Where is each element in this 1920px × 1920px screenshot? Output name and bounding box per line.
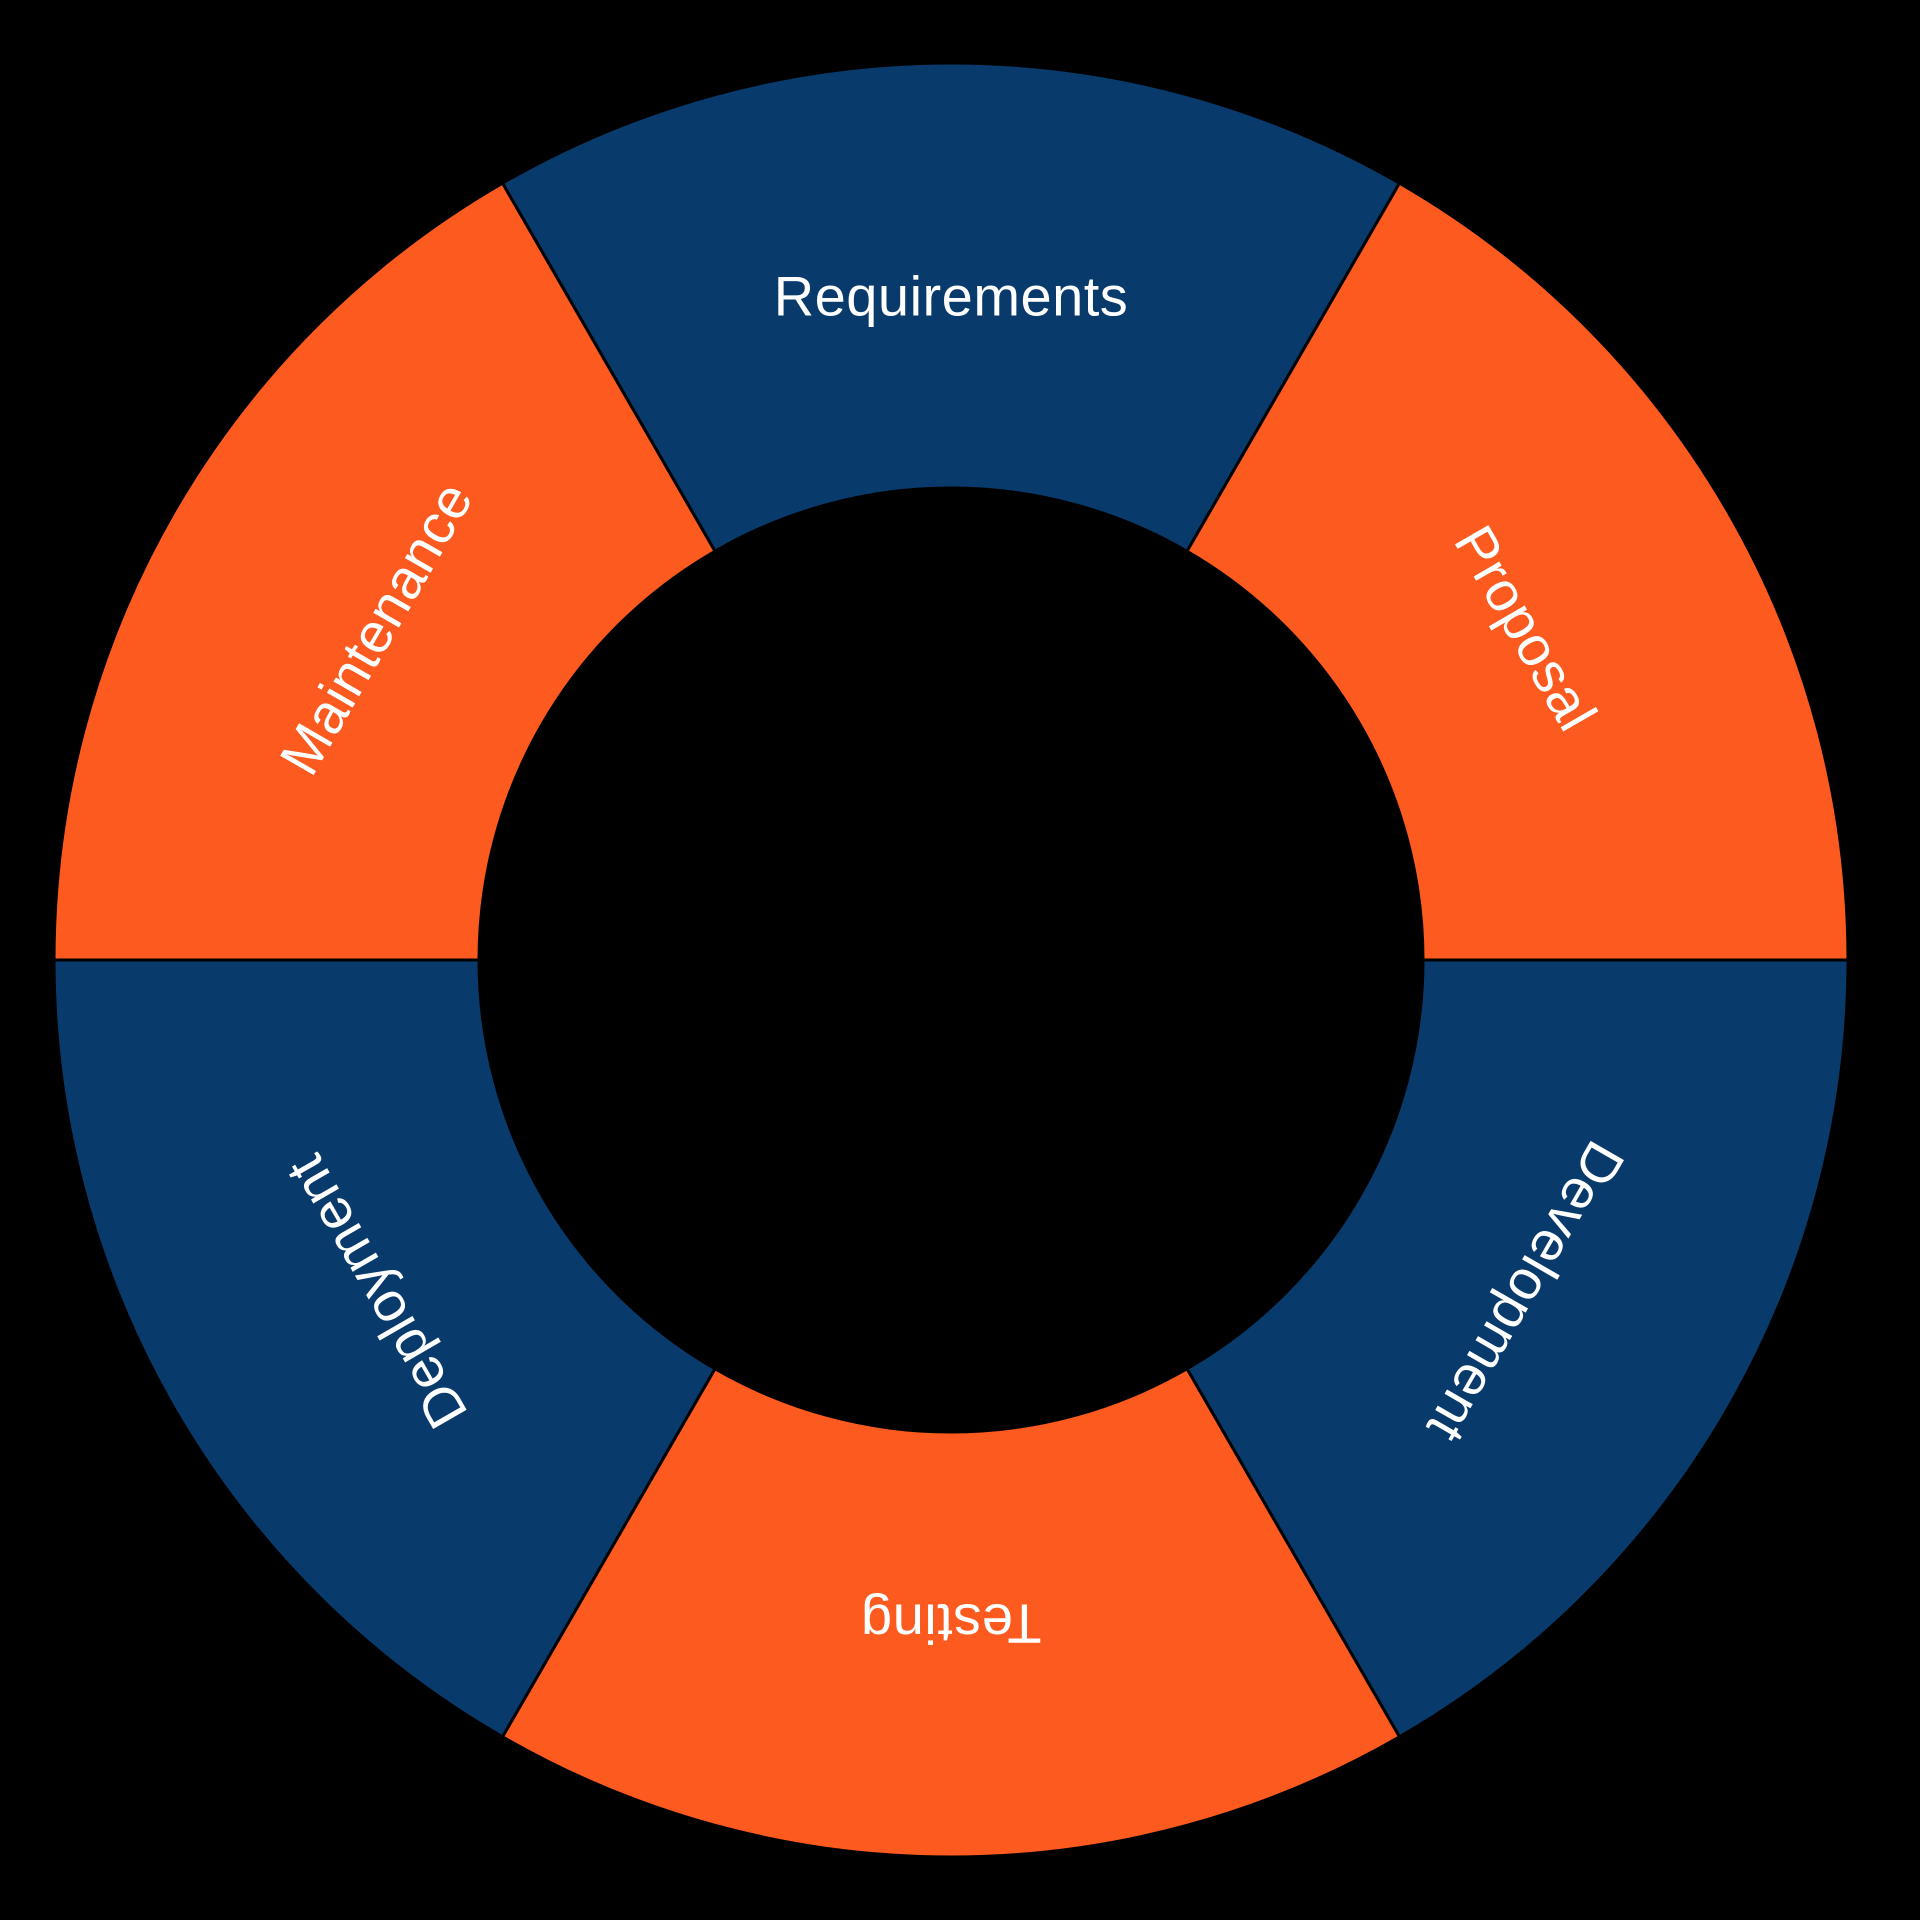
- segment-label-testing: Testing: [861, 1592, 1042, 1655]
- segment-maintenance: [52, 181, 717, 962]
- segment-testing: [501, 1367, 1401, 1859]
- segment-proposal: [1185, 181, 1850, 962]
- segment-label-requirements: Requirements: [774, 265, 1129, 328]
- segment-development: [1185, 958, 1850, 1739]
- donut-segments: [52, 61, 1850, 1859]
- segment-deployment: [52, 958, 717, 1739]
- segment-requirements: [501, 61, 1401, 553]
